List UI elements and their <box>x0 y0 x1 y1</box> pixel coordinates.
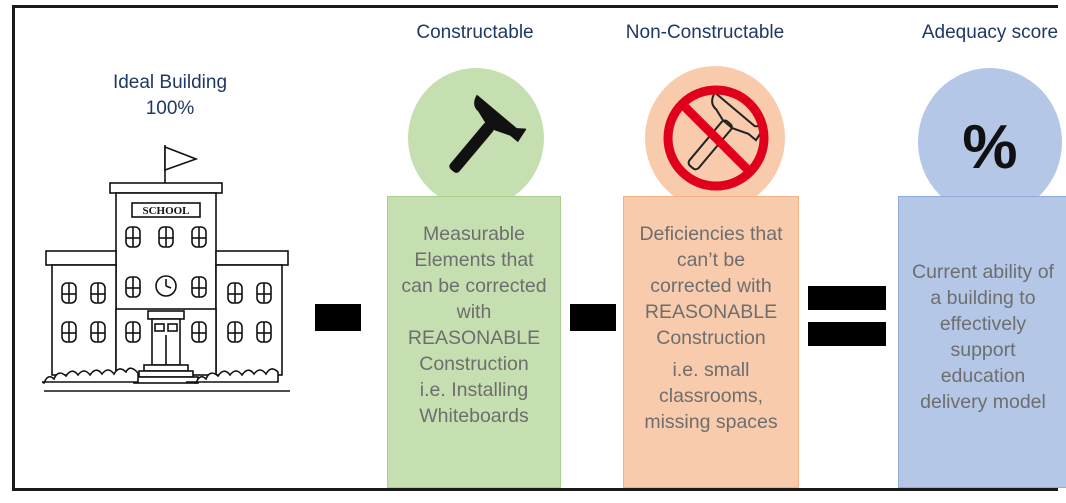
adequacy-box: Current ability of a building to effecti… <box>898 196 1066 488</box>
equals-operator-bottom <box>808 322 886 346</box>
constructable-text: Measurable Elements that can be correcte… <box>401 223 547 427</box>
constructable-box: Measurable Elements that can be correcte… <box>387 196 561 488</box>
equals-operator-top <box>808 286 886 310</box>
non-constructable-example: i.e. small classrooms, missing spaces <box>644 359 778 433</box>
ideal-building-title: Ideal Building 100% <box>90 70 250 122</box>
school-sign: SCHOOL <box>142 205 189 217</box>
no-hammer-icon <box>660 82 772 199</box>
school-building-icon: SCHOOL <box>41 139 292 397</box>
minus-operator-2 <box>570 304 616 331</box>
non-constructable-text: Deficiencies that can’t be corrected wit… <box>639 223 783 349</box>
minus-operator-1 <box>315 304 361 331</box>
constructable-title: Constructable <box>416 22 534 43</box>
adequacy-circle <box>918 68 1062 216</box>
percent-symbol: % <box>962 113 1018 182</box>
non-constructable-title: Non-Constructable <box>625 22 785 43</box>
ideal-building-label: Ideal Building <box>112 72 228 93</box>
adequacy-title: Adequacy score <box>921 22 1059 43</box>
ideal-building-value: 100% <box>145 98 195 119</box>
non-constructable-box: Deficiencies that can’t be corrected wit… <box>623 196 799 488</box>
adequacy-text: Current ability of a building to effecti… <box>912 261 1054 413</box>
hammer-icon <box>430 92 527 193</box>
